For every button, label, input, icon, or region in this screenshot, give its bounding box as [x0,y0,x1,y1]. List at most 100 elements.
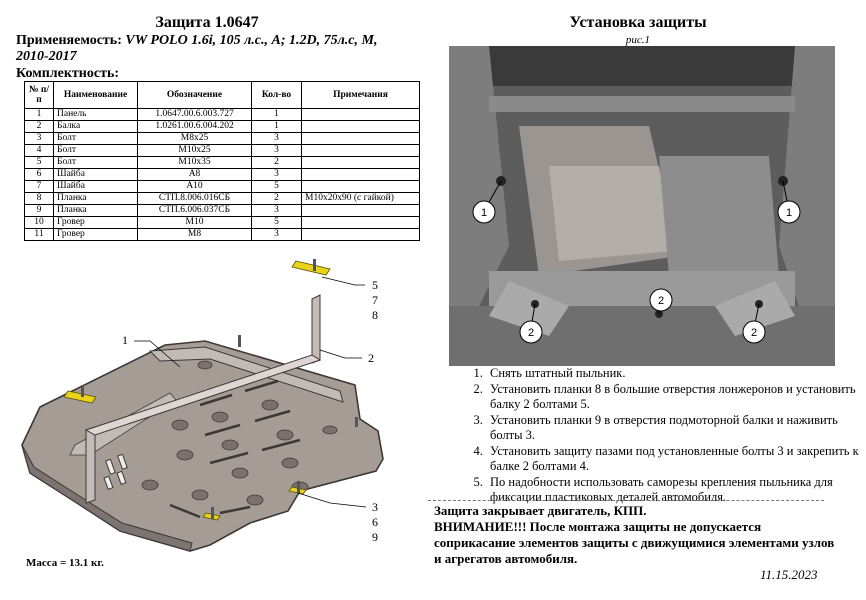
cell-name: Болт [53,144,138,157]
cell-qty: 5 [251,216,302,229]
cell-notes [301,180,420,193]
cell-notes [301,156,420,169]
applicability-vehicles: VW POLO 1.6i, 105 л.с., A; 1.2D, 75л.с, … [121,33,378,48]
cell-qty: 2 [251,156,302,169]
col-header-qty: Кол-во [251,81,302,109]
separator-line [428,500,824,501]
cell-designation: М8 [137,228,252,241]
cell-qty: 2 [251,192,302,205]
callout-bottom-right-1: 3 [372,500,378,514]
protection-panel [21,340,384,552]
step-item: Снять штатный пыльник. [486,366,866,382]
document-title: Защита 1.0647 [155,14,259,31]
applicability: Применяемость: VW POLO 1.6i, 105 л.с., A… [16,33,412,65]
cell-qty: 3 [251,204,302,217]
cell-notes [301,216,420,229]
beam [84,294,322,504]
cell-notes [301,204,420,217]
callout-top-right-1: 5 [372,278,378,292]
cell-name: Болт [53,132,138,145]
cell-name: Панель [53,108,138,121]
callout-top-right-2: 7 [372,293,378,307]
step-item: Установить планки 9 в отверстия подмотор… [486,413,866,444]
cell-number: 9 [24,204,54,217]
installation-photo: 1 1 2 2 2 [449,46,835,366]
photo-label-2-right: 2 [751,327,757,339]
warning-notice: ВНИМАНИЕ!!! После монтажа защиты не допу… [434,519,835,566]
cell-number: 6 [24,168,54,181]
cell-designation: М8х25 [137,132,252,145]
kit-heading: Комплектность: [16,66,120,81]
cell-number: 7 [24,180,54,193]
cell-qty: 5 [251,180,302,193]
col-header-name: Наименование [53,81,138,109]
coverage-notice: Защита закрывает двигатель, КПП. [434,503,647,518]
cell-number: 4 [24,144,54,157]
col-header-number: № п/п [24,81,54,109]
applicability-label: Применяемость: [16,33,122,48]
callout-panel: 1 [122,333,128,347]
cell-designation: М10х25 [137,144,252,157]
cell-designation: А8 [137,168,252,181]
protection-drawing: 1 2 5 7 8 3 6 9 [21,259,384,552]
cell-notes: М10х20х90 (с гайкой) [301,192,420,205]
installation-title: Установка защиты [569,14,707,31]
bolts [81,259,358,519]
mass-label: Масса = 13.1 кг. [26,557,104,569]
figure-caption: рис.1 [625,34,651,46]
applicability-years: 2010-2017 [16,49,77,64]
cell-name: Гровер [53,216,138,229]
cell-number: 3 [24,132,54,145]
cell-number: 5 [24,156,54,169]
col-header-designation: Обозначение [137,81,252,109]
cell-designation: М10х35 [137,156,252,169]
cell-notes [301,108,420,121]
cell-notes [301,120,420,133]
cell-name: Шайба [53,168,138,181]
cell-name: Планка [53,204,138,217]
cell-number: 10 [24,216,54,229]
cell-name: Балка [53,120,138,133]
photo-label-2-left: 2 [528,327,534,339]
cell-designation: 1.0261.00.6.004.202 [137,120,252,133]
cell-notes [301,228,420,241]
cell-name: Планка [53,192,138,205]
cell-designation: СТП.6.006.037СБ [137,204,252,217]
cell-designation: СТП.8.006.016СБ [137,192,252,205]
callout-top-right-3: 8 [372,308,378,322]
callout-bottom-right-2: 6 [372,515,378,529]
cell-name: Гровер [53,228,138,241]
table-header-row: № п/п Наименование Обозначение Кол-во Пр… [24,81,420,109]
cell-designation: М10 [137,216,252,229]
cell-name: Болт [53,156,138,169]
cell-notes [301,132,420,145]
installation-steps: Снять штатный пыльник. Установить планки… [450,366,866,506]
callout-beam: 2 [368,351,374,365]
cell-qty: 3 [251,228,302,241]
cell-number: 11 [24,228,54,241]
cell-qty: 3 [251,168,302,181]
parts-table: № п/п Наименование Обозначение Кол-во Пр… [24,81,420,241]
cell-notes [301,168,420,181]
cell-designation: А10 [137,180,252,193]
cell-number: 1 [24,108,54,121]
cell-qty: 1 [251,108,302,121]
photo-label-1-left: 1 [481,207,487,219]
cell-name: Шайба [53,180,138,193]
document-date: 11.15.2023 [760,567,818,582]
callout-bottom-right-3: 9 [372,530,378,544]
cell-number: 8 [24,192,54,205]
cell-notes [301,144,420,157]
step-item: Установить планки 8 в большие отверстия … [486,382,866,413]
photo-label-1-right: 1 [786,207,792,219]
